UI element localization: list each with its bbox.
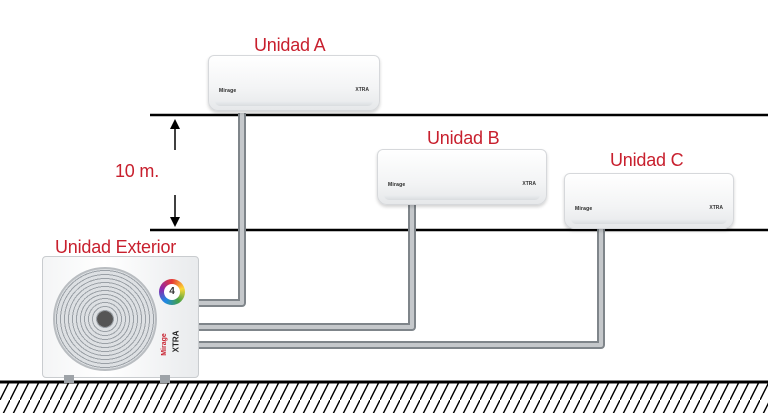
air-vent (215, 101, 373, 106)
brand-logo: Mirage (219, 88, 237, 94)
label-outdoor-unit: Unidad Exterior (55, 237, 177, 257)
up-arrow-icon (170, 119, 180, 150)
air-vent (384, 195, 540, 200)
label-height: 10 m. (115, 161, 160, 181)
refrigerant-pipes (196, 113, 605, 349)
brand-logo: Mirage (388, 182, 406, 188)
label-unit-c: Unidad C (610, 150, 684, 170)
pipe-unit-a (196, 113, 246, 307)
air-vent (571, 219, 727, 224)
label-unit-a: Unidad A (254, 35, 326, 55)
indoor-unit-c: Mirage XTRA (564, 173, 734, 229)
series-logo: XTRA (355, 87, 369, 93)
label-unit-b: Unidad B (427, 128, 500, 148)
ground-hatch (0, 383, 768, 413)
outdoor-foot-right (160, 375, 170, 383)
brand-logo: Mirage (575, 206, 593, 212)
series-logo: XTRA (522, 181, 536, 187)
outdoor-unit: 4 Mirage XTRA (42, 256, 199, 378)
down-arrow-icon (170, 195, 180, 227)
indoor-unit-a: Mirage XTRA (208, 55, 380, 111)
outdoor-foot-left (64, 375, 74, 383)
series-logo: XTRA (709, 205, 723, 211)
pipe-unit-b (196, 203, 416, 331)
indoor-unit-b: Mirage XTRA (377, 149, 547, 205)
outdoor-logo: Mirage XTRA (160, 330, 181, 356)
fan-grille-icon (53, 267, 157, 371)
rainbow-badge-icon: 4 (159, 279, 185, 305)
